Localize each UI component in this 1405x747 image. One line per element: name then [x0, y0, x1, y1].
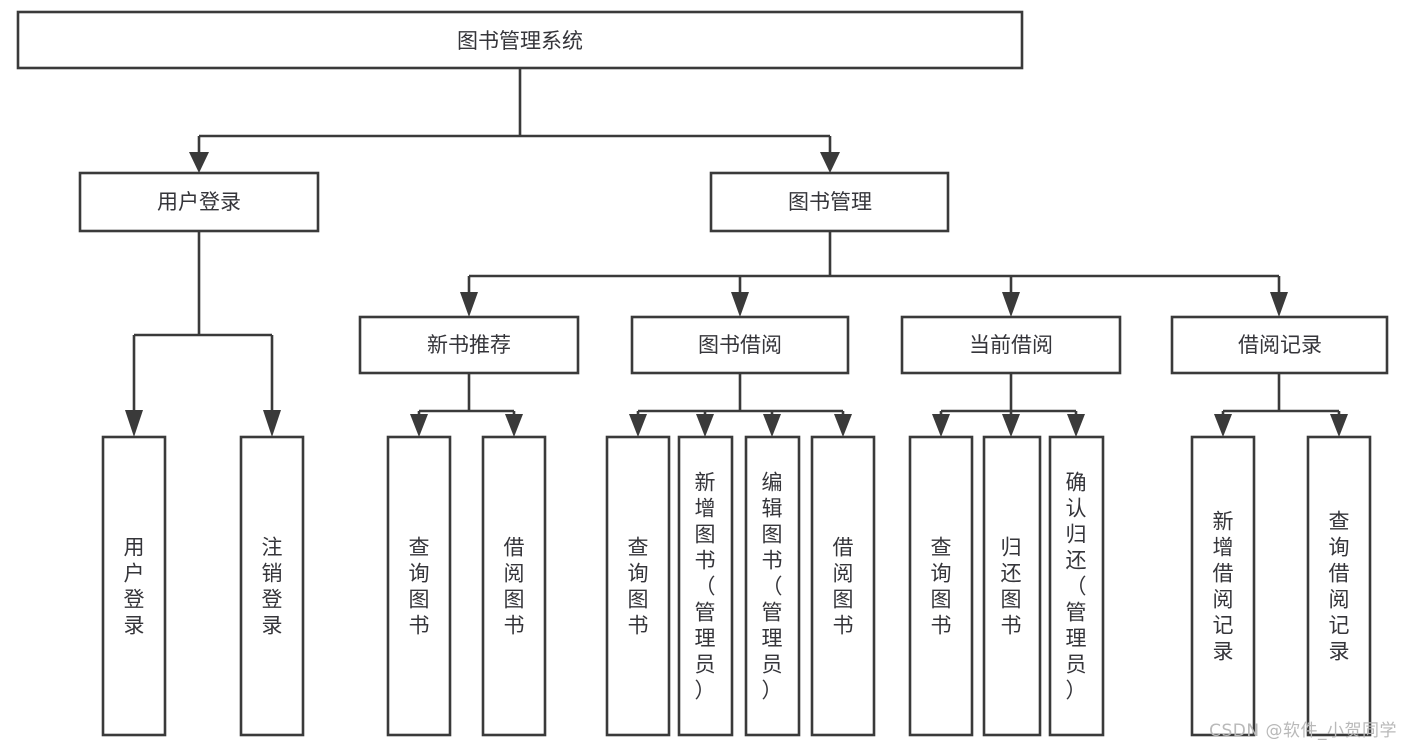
node-leaf-query-book-3[interactable]: 查询图书: [908, 435, 974, 737]
node-leaf-query-book-2-label: 查询图书: [628, 535, 649, 637]
node-current-borrow[interactable]: 当前借阅: [900, 315, 1122, 375]
node-leaf-add-record[interactable]: 新增借阅记录: [1190, 435, 1256, 737]
node-user-login[interactable]: 用户登录: [78, 171, 320, 233]
node-leaf-user-login-box[interactable]: [101, 435, 167, 737]
node-book-management-label: 图书管理: [788, 190, 872, 214]
node-leaf-borrow-book-2[interactable]: 借阅图书: [810, 435, 876, 737]
arrowhead-book-management: [820, 152, 840, 173]
arrowhead-leaf-user-login: [125, 410, 143, 437]
node-current-borrow-label: 当前借阅: [969, 333, 1053, 357]
node-leaf-return-book-label: 归还图书: [1001, 535, 1022, 637]
node-leaf-query-record[interactable]: 查询借阅记录: [1306, 435, 1372, 737]
arrowhead-current-borrow: [1002, 292, 1020, 317]
node-leaf-return-book[interactable]: 归还图书: [982, 435, 1042, 737]
arrowhead-leaf-edit-book: [763, 414, 781, 437]
node-leaf-logout-box[interactable]: [239, 435, 305, 737]
node-book-management-box[interactable]: [709, 171, 950, 233]
node-new-book-recommend-label: 新书推荐: [427, 333, 511, 357]
arrowhead-leaf-confirm-return: [1067, 414, 1085, 437]
node-borrow-record[interactable]: 借阅记录: [1170, 315, 1389, 375]
node-leaf-borrow-book-1-box[interactable]: [481, 435, 547, 737]
arrowhead-leaf-borrow-book-1: [505, 414, 523, 437]
node-leaf-query-record-label: 查询借阅记录: [1329, 509, 1350, 663]
node-user-login-box[interactable]: [78, 171, 320, 233]
node-leaf-borrow-book-1[interactable]: 借阅图书: [481, 435, 547, 737]
node-book-management[interactable]: 图书管理: [709, 171, 950, 233]
node-leaf-logout[interactable]: 注销登录: [239, 435, 305, 737]
node-leaf-edit-book-box[interactable]: [744, 435, 801, 737]
node-leaf-user-login[interactable]: 用户登录: [101, 435, 167, 737]
node-leaf-edit-book[interactable]: 编辑图书（管理员）: [744, 435, 801, 737]
node-user-login-label: 用户登录: [157, 190, 241, 214]
node-leaf-query-record-box[interactable]: [1306, 435, 1372, 737]
node-leaf-logout-label: 注销登录: [262, 535, 283, 637]
node-new-book-recommend-box[interactable]: [358, 315, 580, 375]
node-leaf-borrow-book-2-label: 借阅图书: [833, 535, 854, 637]
node-leaf-borrow-book-1-label: 借阅图书: [504, 535, 525, 637]
node-borrow-record-label: 借阅记录: [1238, 333, 1322, 357]
arrowhead-leaf-add-record: [1214, 414, 1232, 437]
node-leaf-confirm-return-label: 确认归还（管理员）: [1066, 470, 1087, 702]
node-leaf-user-login-label: 用户登录: [124, 535, 145, 637]
arrowhead-leaf-logout: [263, 410, 281, 437]
node-leaf-query-book-1-box[interactable]: [386, 435, 452, 737]
node-leaf-query-book-2[interactable]: 查询图书: [605, 435, 671, 737]
arrowhead-leaf-return-book: [1002, 414, 1020, 437]
node-new-book-recommend[interactable]: 新书推荐: [358, 315, 580, 375]
node-leaf-query-book-2-box[interactable]: [605, 435, 671, 737]
node-leaf-add-book-box[interactable]: [677, 435, 734, 737]
arrowhead-user-login: [189, 152, 209, 173]
arrowhead-leaf-query-book-1: [410, 414, 428, 437]
node-leaf-add-record-box[interactable]: [1190, 435, 1256, 737]
arrowhead-leaf-add-book: [696, 414, 714, 437]
arrowhead-new-book-recommend: [460, 292, 478, 317]
arrowhead-borrow-record: [1270, 292, 1288, 317]
arrowhead-book-borrow: [731, 292, 749, 317]
arrowhead-leaf-query-book-2: [629, 414, 647, 437]
node-leaf-borrow-book-2-box[interactable]: [810, 435, 876, 737]
node-leaf-query-book-3-label: 查询图书: [931, 535, 952, 637]
node-book-borrow-label: 图书借阅: [698, 333, 782, 357]
node-current-borrow-box[interactable]: [900, 315, 1122, 375]
node-borrow-record-box[interactable]: [1170, 315, 1389, 375]
node-leaf-edit-book-label: 编辑图书（管理员）: [762, 470, 783, 702]
node-leaf-confirm-return-box[interactable]: [1048, 435, 1105, 737]
node-book-borrow-box[interactable]: [630, 315, 850, 375]
node-leaf-query-book-1[interactable]: 查询图书: [386, 435, 452, 737]
connector-group: [125, 68, 1348, 437]
node-book-borrow[interactable]: 图书借阅: [630, 315, 850, 375]
arrowhead-leaf-query-record: [1330, 414, 1348, 437]
arrowhead-leaf-borrow-book-2: [834, 414, 852, 437]
arrowhead-leaf-query-book-3: [932, 414, 950, 437]
node-root[interactable]: 图书管理系统: [16, 10, 1024, 70]
node-root-box[interactable]: [16, 10, 1024, 70]
node-leaf-add-record-label: 新增借阅记录: [1213, 509, 1234, 663]
node-leaf-add-book-label: 新增图书（管理员）: [695, 470, 716, 702]
csdn-watermark: CSDN @软件_小贺同学: [1209, 721, 1397, 741]
node-leaf-query-book-1-label: 查询图书: [409, 535, 430, 637]
node-leaf-confirm-return[interactable]: 确认归还（管理员）: [1048, 435, 1105, 737]
node-root-label: 图书管理系统: [457, 29, 583, 53]
node-leaf-add-book[interactable]: 新增图书（管理员）: [677, 435, 734, 737]
node-leaf-return-book-box[interactable]: [982, 435, 1042, 737]
node-leaf-query-book-3-box[interactable]: [908, 435, 974, 737]
